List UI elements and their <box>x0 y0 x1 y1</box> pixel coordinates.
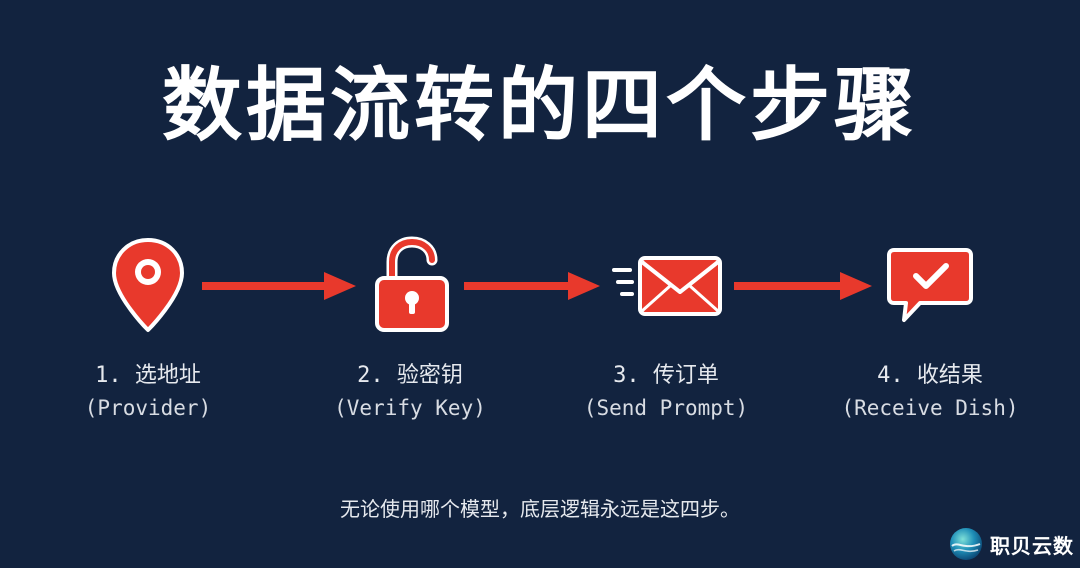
watermark: 职贝云数 <box>948 524 1074 564</box>
step-2-title: 2. 验密钥 <box>357 363 463 388</box>
step-1-title: 1. 选地址 <box>95 363 201 388</box>
step-4-title: 4. 收结果 <box>877 363 983 388</box>
sending-envelope-icon <box>612 256 722 316</box>
location-pin-icon <box>112 238 184 332</box>
step-4-label: 4. 收结果 (Receive Dish) <box>810 360 1050 424</box>
chat-checkmark-icon <box>887 248 973 322</box>
step-3-label: 3. 传订单 (Send Prompt) <box>546 360 786 424</box>
globe-logo-icon <box>950 528 982 560</box>
flow-arrow-2 <box>464 272 600 300</box>
step-1-label: 1. 选地址 (Provider) <box>28 360 268 424</box>
flow-arrow-1 <box>202 272 356 300</box>
step-3-subtitle: (Send Prompt) <box>583 396 749 420</box>
step-2-subtitle: (Verify Key) <box>334 396 486 420</box>
step-4-subtitle: (Receive Dish) <box>841 396 1019 420</box>
flow-arrow-3 <box>734 272 872 300</box>
step-1-subtitle: (Provider) <box>84 396 212 420</box>
page-title: 数据流转的四个步骤 <box>162 59 918 152</box>
unlocked-padlock-icon <box>375 236 449 332</box>
watermark-text: 职贝云数 <box>990 533 1074 558</box>
footer-note: 无论使用哪个模型，底层逻辑永远是这四步。 <box>340 497 740 521</box>
step-3-title: 3. 传订单 <box>613 363 719 388</box>
step-2-label: 2. 验密钥 (Verify Key) <box>290 360 530 424</box>
